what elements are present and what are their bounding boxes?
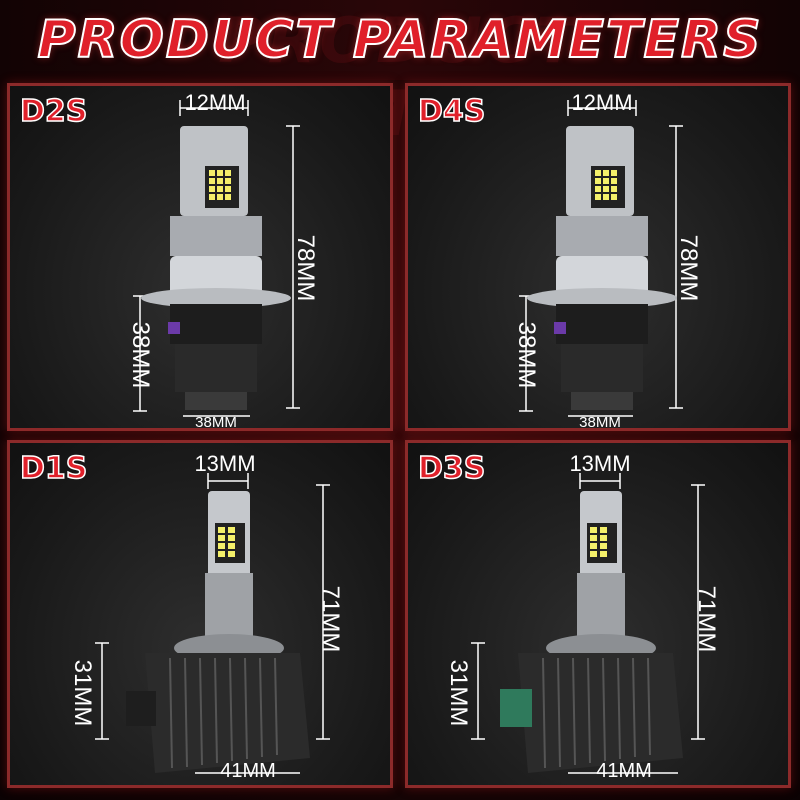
bulb-d2s-illustration bbox=[133, 100, 300, 417]
base-width-label: 38MM bbox=[579, 414, 621, 431]
header-banner: PRODUCT PARAMETERS PRODUCT PARAMETERS bbox=[0, 0, 800, 150]
top-width-label: 13MM bbox=[569, 451, 631, 476]
base-width-label: 41MM bbox=[220, 760, 276, 782]
model-label: D3S bbox=[417, 450, 486, 487]
bulb-d1s-illustration bbox=[95, 473, 330, 774]
base-height-label: 31MM bbox=[445, 659, 472, 727]
model-label: D4S bbox=[417, 93, 486, 130]
bulb-d3s-illustration bbox=[471, 473, 705, 774]
base-width-label: 41MM bbox=[596, 760, 652, 782]
panel-d1s: D1S 13MM 71MM 31MM 41MM bbox=[7, 440, 393, 788]
bulb-d4s-illustration bbox=[519, 100, 683, 417]
top-width-label: 13MM bbox=[194, 451, 256, 476]
panel-d4s: D4S 12MM 78MM 38MM 38MM bbox=[405, 83, 791, 431]
page-title: PRODUCT PARAMETERS bbox=[36, 9, 763, 71]
top-width-label: 12MM bbox=[571, 90, 633, 115]
base-width-label: 38MM bbox=[195, 414, 237, 431]
model-label: D1S bbox=[19, 450, 88, 487]
height-label: 71MM bbox=[693, 585, 720, 653]
height-label: 78MM bbox=[292, 234, 319, 302]
top-width-label: 12MM bbox=[184, 90, 246, 115]
panel-d3s: D3S 13MM 71MM 31MM 41MM bbox=[405, 440, 791, 788]
height-label: 78MM bbox=[675, 234, 702, 302]
model-label: D2S bbox=[19, 93, 88, 130]
base-height-label: 31MM bbox=[69, 659, 96, 727]
height-label: 71MM bbox=[317, 585, 344, 653]
panel-d2s: D2S 12MM 78MM 38MM 38MM bbox=[7, 83, 393, 431]
base-height-label: 38MM bbox=[127, 321, 154, 389]
base-height-label: 38MM bbox=[513, 321, 540, 389]
